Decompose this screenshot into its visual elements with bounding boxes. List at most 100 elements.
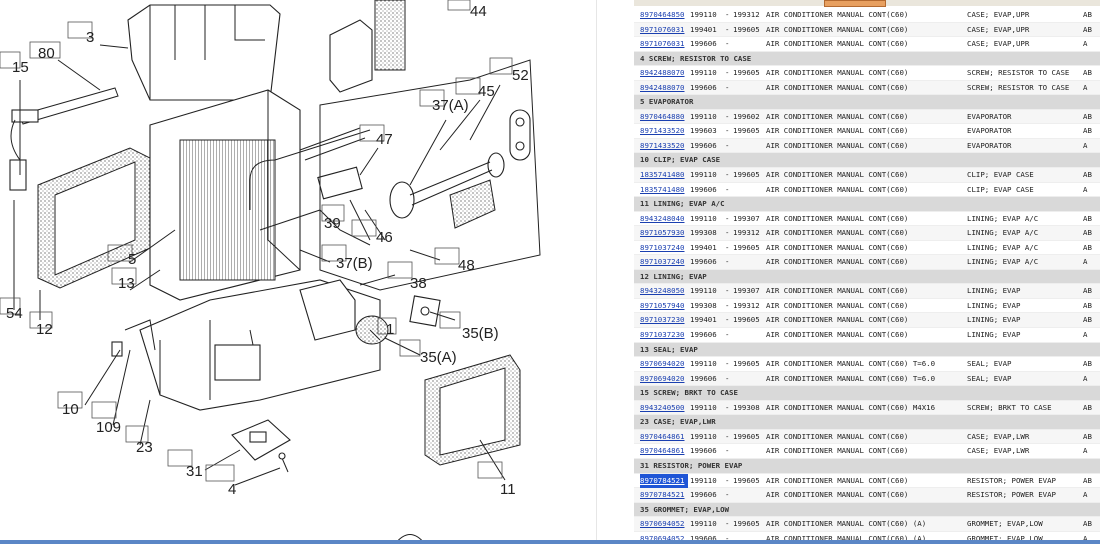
callout-5: 5	[128, 251, 136, 268]
part-number-link[interactable]: 8970694052	[640, 519, 685, 529]
callout-31: 31	[186, 463, 203, 480]
part-number-link[interactable]: 8971037230	[640, 330, 685, 340]
region-code: AB	[1083, 242, 1092, 252]
part-description: GROMMET; EVAP,LOW	[967, 519, 1043, 529]
part-number-link[interactable]: 8943248050	[640, 286, 685, 296]
part-number-link[interactable]: 8971076031	[640, 24, 685, 34]
region-code: AB	[1083, 68, 1092, 78]
model-description: AIR CONDITIONER MANUAL CONT(C60)	[766, 300, 909, 310]
part-description: LINING; EVAP	[967, 330, 1021, 340]
region-code: AB	[1083, 315, 1092, 325]
date-from: 199606	[690, 533, 717, 543]
part-number-link[interactable]: 8970694020	[640, 373, 685, 383]
part-number-link[interactable]: 8970694052	[640, 533, 685, 543]
part-number-link[interactable]: 8943240500	[640, 402, 685, 412]
date-separator: -	[725, 126, 730, 136]
date-separator: -	[725, 228, 730, 238]
date-separator: -	[725, 475, 730, 485]
callout-37b: 37(B)	[336, 255, 373, 272]
part-number-link[interactable]: 8942488070	[640, 68, 685, 78]
date-separator: -	[725, 24, 730, 34]
callout-10: 10	[62, 401, 79, 418]
date-from: 199606	[690, 446, 717, 456]
part-number-link[interactable]: 8970784521	[640, 490, 685, 500]
part-description: CASE; EVAP,UPR	[967, 10, 1030, 19]
part-number-link[interactable]: 1835741480	[640, 170, 685, 180]
part-number-link[interactable]: 8970464861	[640, 446, 685, 456]
part-number-link[interactable]: 8971057940	[640, 300, 685, 310]
callout-52: 52	[512, 67, 529, 84]
part-number-link[interactable]: 8942488070	[640, 82, 685, 92]
part-number-link[interactable]: 8970464861	[640, 431, 685, 441]
date-from: 199606	[690, 39, 717, 49]
toolbar-button[interactable]	[824, 0, 886, 7]
callout-35a: 35(A)	[420, 349, 457, 366]
date-from: 199401	[690, 242, 717, 252]
model-description: AIR CONDITIONER MANUAL CONT(C60)	[766, 242, 909, 252]
part-number-link[interactable]: 1835741480	[640, 184, 685, 194]
upper-case-shape	[127, 4, 281, 101]
date-from: 199603	[690, 126, 717, 136]
callout-12: 12	[36, 321, 53, 338]
date-from: 199606	[690, 257, 717, 267]
region-code: AB	[1083, 170, 1092, 180]
group-title: 12 LINING; EVAP	[640, 271, 707, 281]
part-number-link[interactable]: 8971076031	[640, 39, 685, 49]
date-to: 199605	[733, 431, 760, 441]
part-number-link[interactable]: 8971057930	[640, 228, 685, 238]
part-description: SCREW; RESISTOR TO CASE	[967, 82, 1070, 92]
part-number-link[interactable]: 8970464880	[640, 111, 685, 121]
toolbar-strip	[634, 0, 1100, 7]
part-number-link[interactable]: 8943248040	[640, 213, 685, 223]
date-separator: -	[725, 431, 730, 441]
part-number-link[interactable]: 8971433520	[640, 140, 685, 150]
date-from: 199110	[690, 170, 717, 180]
model-description: AIR CONDITIONER MANUAL CONT(C60)	[766, 24, 909, 34]
part-number-link[interactable]: 8971037230	[640, 315, 685, 325]
part-number-link[interactable]: 8971037240	[640, 242, 685, 252]
date-to: 199605	[733, 242, 760, 252]
part-number-link[interactable]: 8970694020	[640, 359, 685, 369]
region-code: A	[1083, 184, 1088, 194]
part-number-link[interactable]: 8971037240	[640, 257, 685, 267]
date-to: 199605	[733, 24, 760, 34]
group-title: 15 SCREW; BRKT TO CASE	[640, 388, 738, 398]
date-separator: -	[725, 111, 730, 121]
callout-80: 80	[38, 45, 55, 62]
part-number-link[interactable]: 8970784521	[640, 473, 688, 489]
date-from: 199110	[690, 111, 717, 121]
part-number-link[interactable]: 8971433520	[640, 126, 685, 136]
group-title: 5 EVAPORATOR	[640, 97, 694, 107]
part-description: SCREW; BRKT TO CASE	[967, 402, 1052, 412]
pane-splitter[interactable]	[596, 0, 635, 544]
part-number-link[interactable]: 8970464850	[640, 10, 685, 19]
date-to: 199312	[733, 300, 760, 310]
part-description: CLIP; EVAP CASE	[967, 170, 1034, 180]
